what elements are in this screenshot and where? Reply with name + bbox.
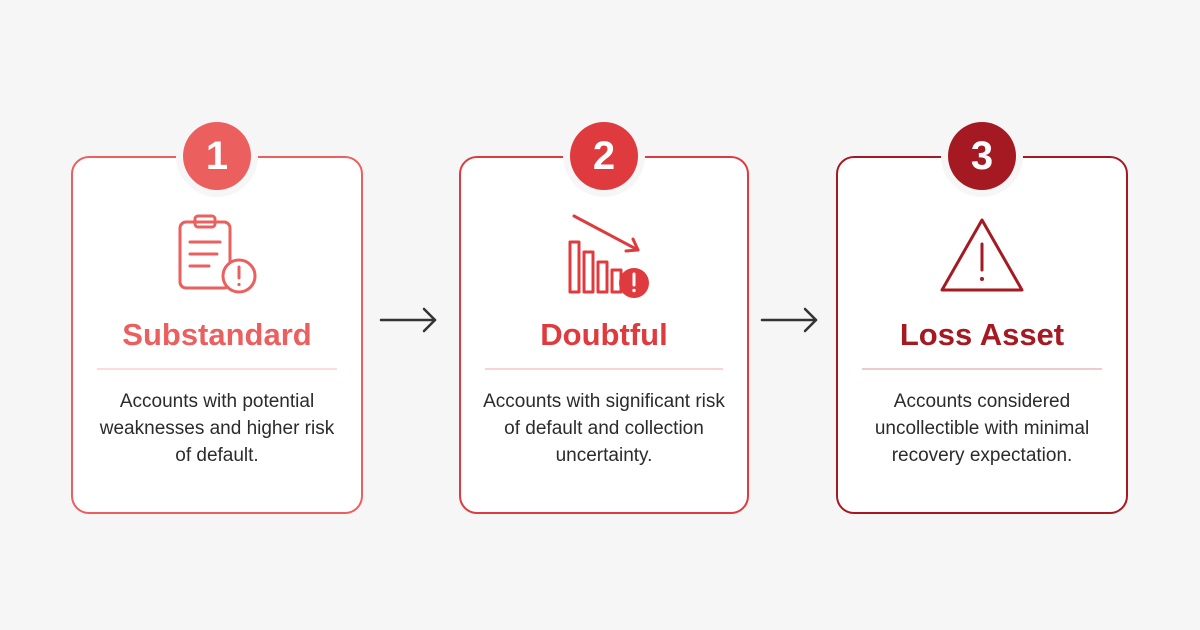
stage-number-badge: 2: [570, 122, 638, 190]
divider: [485, 368, 723, 370]
stage-description: Accounts with potential weaknesses and h…: [99, 391, 335, 466]
stage-number-badge: 3: [948, 122, 1016, 190]
stage-card-doubtful: 2 Doubtful Accounts with significant ris…: [459, 122, 749, 514]
clipboard-warning-icon: [167, 208, 267, 308]
right-arrow-icon: [758, 302, 822, 338]
stage-card-loss-asset: 3 Loss Asset Accounts considered uncolle…: [836, 122, 1128, 514]
divider: [97, 368, 337, 370]
stage-title: Loss Asset: [899, 317, 1065, 352]
stage-description: Accounts considered uncollectible with m…: [874, 391, 1090, 466]
stage-title: Doubtful: [540, 317, 668, 352]
right-arrow-icon: [377, 302, 441, 338]
declining-chart-warning-icon: [554, 208, 654, 308]
stage-description: Accounts with significant risk of defaul…: [483, 391, 725, 466]
warning-triangle-icon: [932, 208, 1032, 308]
stage-card-substandard: 1 Substandard Accounts with potential we…: [71, 122, 363, 514]
stage-title: Substandard: [122, 317, 312, 352]
stage-number-badge: 1: [183, 122, 251, 190]
divider: [862, 368, 1102, 370]
